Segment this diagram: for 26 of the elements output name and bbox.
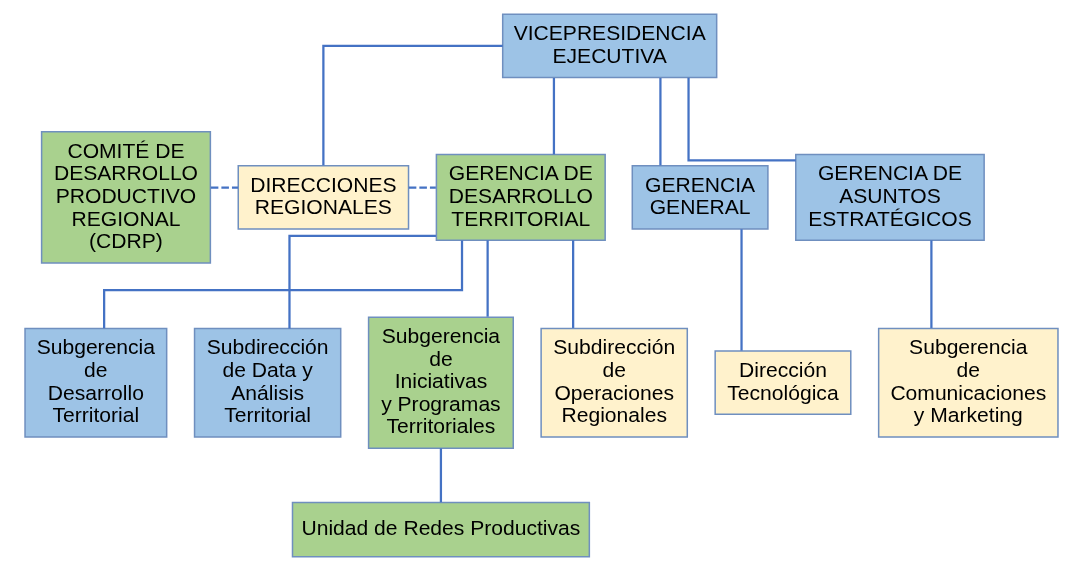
node-box: GERENCIA GENERAL [631,164,769,230]
node-box: Dirección Tecnológica [714,350,852,416]
connector [439,448,443,503]
node-box: COMITÉ DE DESARROLLO PRODUCTIVO REGIONAL (CDRP) [40,131,212,264]
node-box: DIRECCIONES REGIONALES [237,164,410,230]
node-box: Subdirección de Data y Análisis Territorial [193,327,342,438]
node-box: Subgerencia de Desarrollo Territorial [24,327,168,438]
connector [408,186,436,189]
connector [930,240,933,328]
connector [740,229,743,351]
node-box: Subdirección de Operaciones Regionales [540,327,689,438]
node-box: Subgerencia de Iniciativas y Programas Territoriales [367,316,514,449]
node-box: Subgerencia de Comunicaciones y Marketing [877,327,1059,438]
node-box: Unidad de Redes Productivas [291,501,591,558]
connector [322,44,503,166]
connector [486,240,489,317]
node-box: VICEPRESIDENCIA EJECUTIVA [501,13,718,79]
connector [687,77,796,162]
connector [659,78,662,166]
connector [210,186,238,189]
connector [103,240,464,329]
connector [572,240,575,328]
node-box: GERENCIA DE ASUNTOS ESTRATÉGICOS [795,153,985,242]
connector [552,78,556,155]
node-box: GERENCIA DE DESARROLLO TERRITORIAL [435,153,606,242]
connector [288,234,436,329]
